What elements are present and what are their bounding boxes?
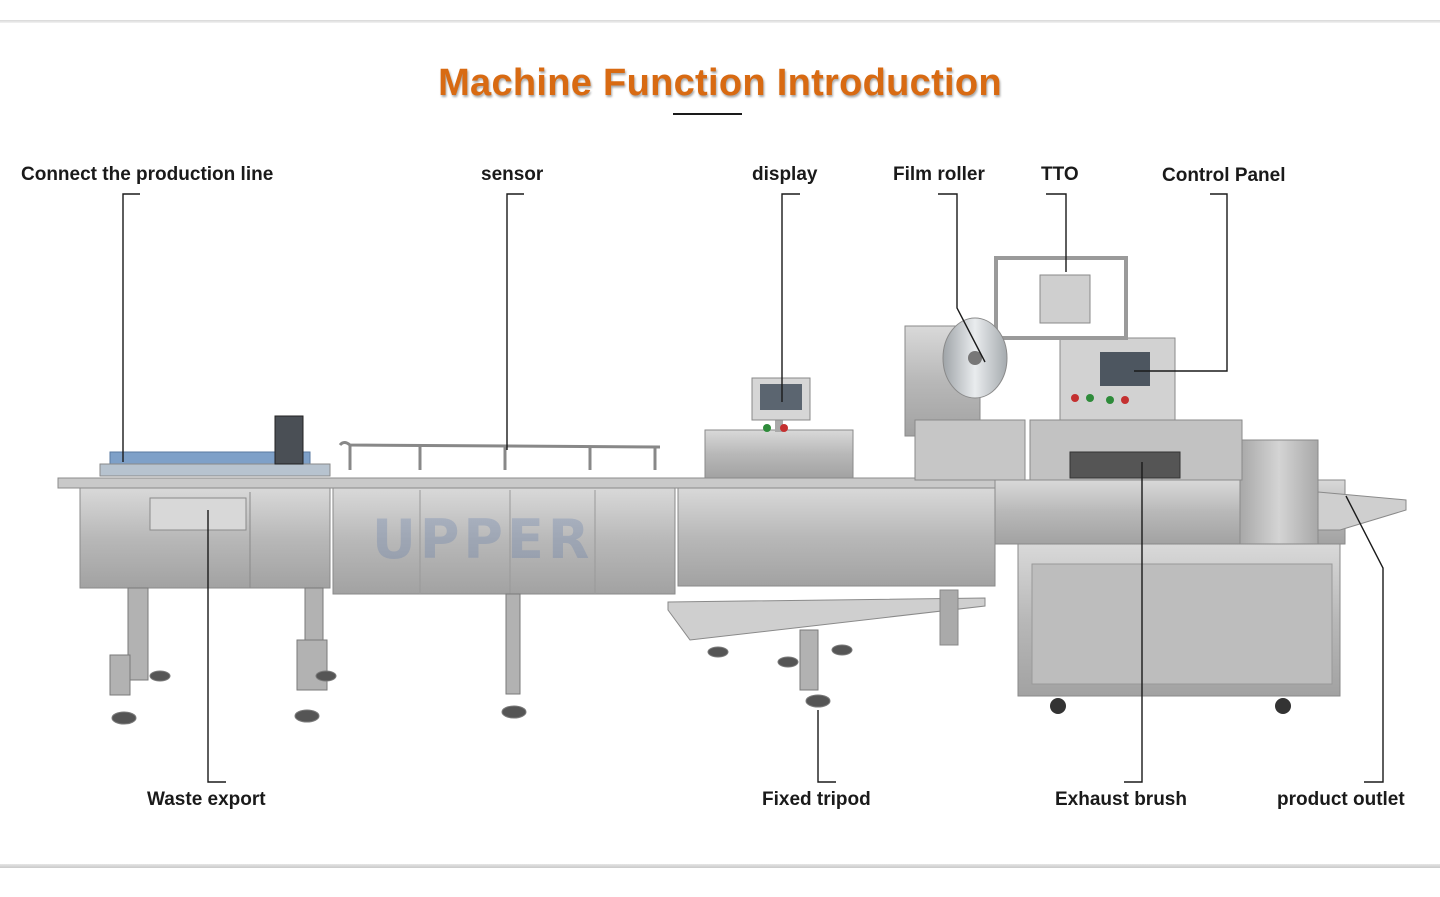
- page-title: Machine Function Introduction: [438, 62, 1002, 104]
- label-exhaust-brush: Exhaust brush: [1055, 789, 1187, 810]
- sensor-leader: [506, 193, 524, 450]
- film-roller-leader: [938, 193, 986, 363]
- support-legs: [109, 587, 853, 725]
- callout-lines: [122, 193, 1384, 783]
- product-outlet-leader: [1345, 495, 1384, 783]
- wrapping-machine: [904, 256, 1407, 714]
- waste-chute: [667, 597, 986, 641]
- label-sensor: sensor: [481, 164, 544, 185]
- label-connect-production-line: Connect the production line: [21, 164, 274, 185]
- sensor-motor: [274, 415, 304, 465]
- tto-leader: [1046, 193, 1067, 272]
- display-unit: [704, 377, 854, 479]
- exhaust-brush-leader: [1124, 462, 1143, 783]
- top-border: [0, 20, 1440, 23]
- label-waste-export: Waste export: [147, 789, 266, 810]
- label-product-outlet: product outlet: [1277, 789, 1405, 810]
- watermark-logo: UPPER: [372, 508, 594, 571]
- sensor-rail: [338, 441, 661, 470]
- title-underline: [673, 113, 742, 115]
- label-tto: TTO: [1041, 164, 1079, 185]
- waste-export-leader: [207, 510, 226, 783]
- bottom-border: [0, 864, 1440, 868]
- connect-production-line-leader: [122, 193, 140, 462]
- display-leader: [781, 193, 800, 402]
- fixed-tripod-leader: [817, 710, 836, 783]
- label-film-roller: Film roller: [893, 164, 985, 185]
- conveyor-table: [57, 451, 996, 595]
- label-fixed-tripod: Fixed tripod: [762, 789, 871, 810]
- control-panel-leader: [1134, 193, 1228, 372]
- label-control-panel: Control Panel: [1162, 165, 1286, 186]
- label-display: display: [752, 164, 818, 185]
